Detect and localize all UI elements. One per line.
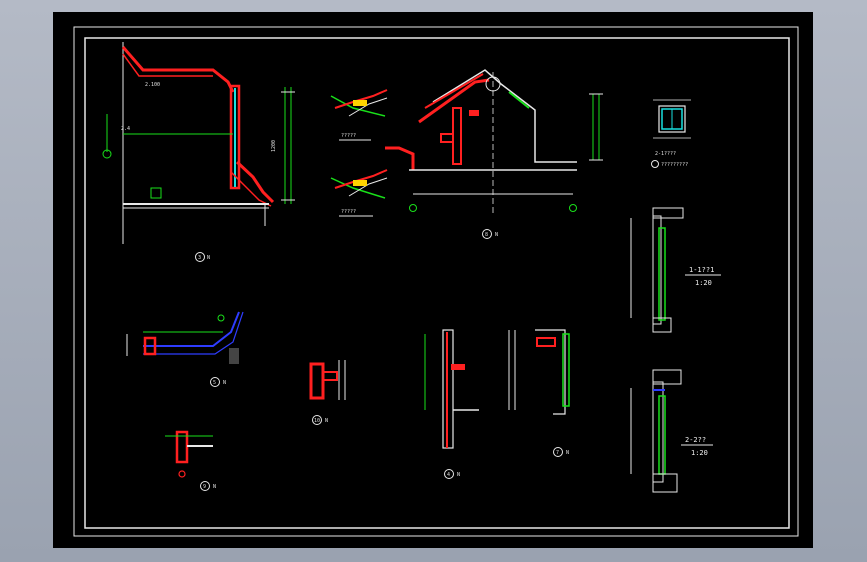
svg-text:N: N [457,472,460,478]
cad-drawing: 2.100 2.4 1200 3 N ????? ????? [73,26,799,537]
svg-text:1:20: 1:20 [691,449,708,457]
svg-text:2-1????: 2-1???? [655,151,676,157]
section-1-1: 1-1??1 1:20 [630,207,721,333]
svg-text:N: N [566,450,569,456]
svg-text:4: 4 [447,472,450,478]
svg-text:N: N [207,255,210,261]
detail-8-marker [482,229,492,239]
svg-text:8: 8 [485,232,488,238]
detail-10: 10 N [309,360,346,425]
svg-text:2.4: 2.4 [121,126,130,132]
section-2-2: 2-2?? 1:20 [630,369,713,493]
svg-text:?????????: ????????? [661,162,688,168]
svg-text:3: 3 [198,255,201,261]
svg-text:1200: 1200 [271,140,277,152]
svg-text:?????: ????? [341,209,356,215]
detail-3-marker [195,252,205,262]
detail-7-marker [553,447,563,457]
detail-3-stair-section: 2.100 2.4 1200 3 N [102,42,295,262]
rafter-detail-bottom: ????? [330,169,388,217]
svg-text:N: N [223,380,226,386]
svg-text:2-2??: 2-2?? [685,436,706,444]
detail-5-marker [210,377,220,387]
svg-text:7: 7 [556,450,559,456]
detail-4-marker [444,469,454,479]
svg-text:N: N [325,418,328,424]
detail-9-marker [200,481,210,491]
svg-text:?????: ????? [341,133,356,139]
detail-5-eave: 5 N [126,311,244,387]
outer-frame [73,26,799,537]
svg-text:N: N [213,484,216,490]
rafter-detail-top: ????? [330,89,388,141]
svg-text:N: N [495,232,498,238]
svg-text:2.100: 2.100 [145,82,160,88]
detail-8-roof-gable: 8 N [385,69,603,239]
detail-9: 9 N [165,430,216,491]
box-detail: 2-1???? ????????? [651,99,691,168]
svg-text:1-1??1: 1-1??1 [689,266,714,274]
detail-7: 7 N [508,329,570,457]
cad-viewport[interactable]: 2.100 2.4 1200 3 N ????? ????? [53,12,813,548]
svg-text:10: 10 [314,418,320,424]
detail-4: 4 N [424,329,479,479]
detail-10-marker [312,415,322,425]
inner-frame [84,37,790,529]
svg-text:5: 5 [213,380,216,386]
svg-text:9: 9 [203,484,206,490]
svg-text:1:20: 1:20 [695,279,712,287]
